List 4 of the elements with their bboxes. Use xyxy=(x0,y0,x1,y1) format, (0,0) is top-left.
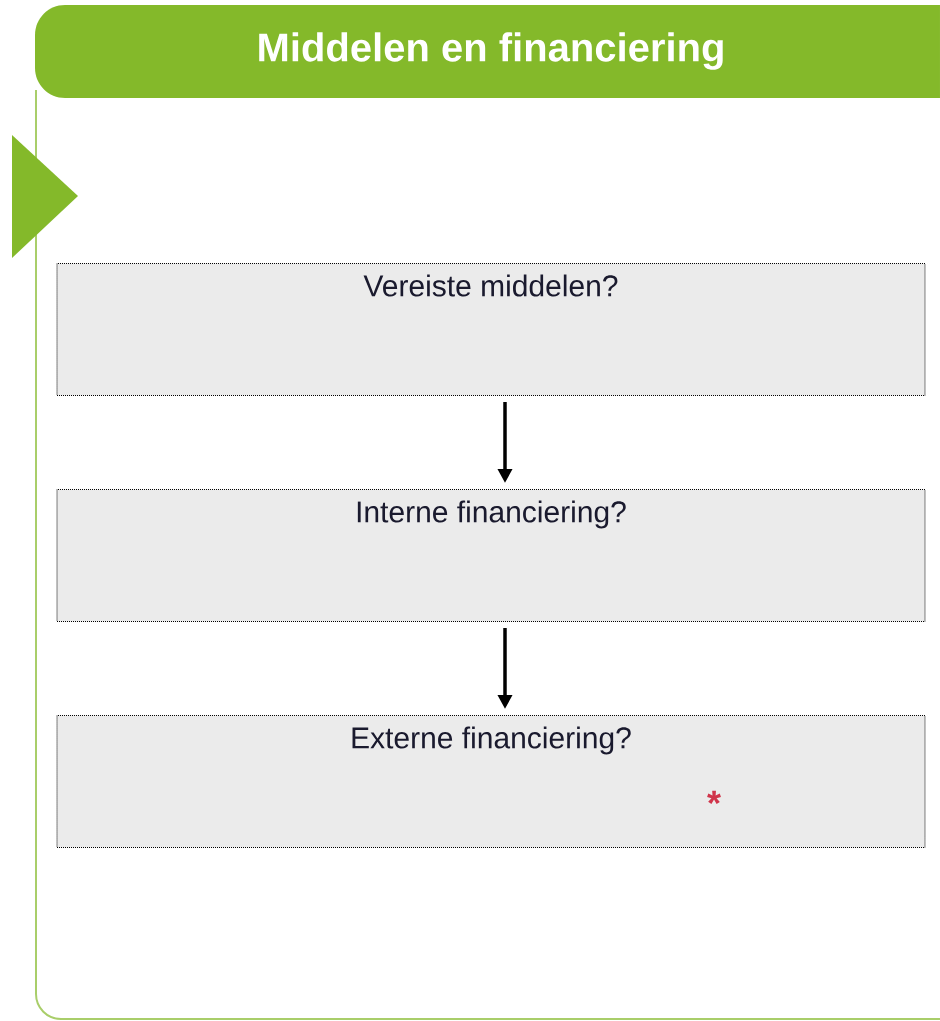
title-banner: Middelen en financiering xyxy=(35,5,940,98)
question-box: Interne financiering? xyxy=(56,489,926,622)
question-box: Vereiste middelen? xyxy=(56,263,926,396)
asterisk: * xyxy=(707,790,721,804)
